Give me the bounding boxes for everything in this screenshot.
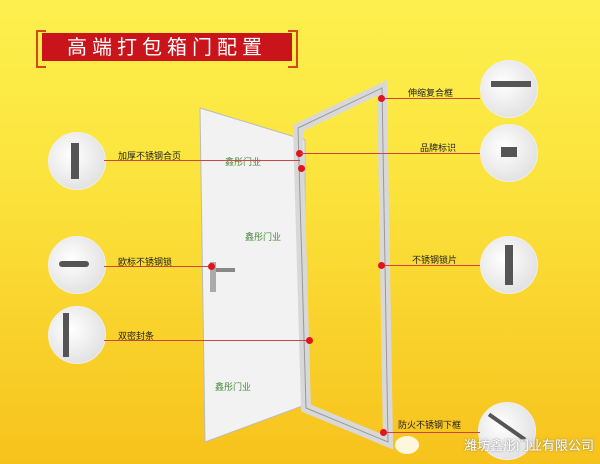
door-logo: 鑫彤门业 (225, 156, 261, 168)
bracket-right (288, 30, 298, 68)
door-frame-outline (297, 87, 389, 443)
marker-dot (208, 263, 215, 270)
label-brand: 品牌标识 (420, 144, 457, 154)
label-seal: 双密封条 (118, 332, 155, 342)
leader-line (384, 98, 480, 99)
leader-line (300, 153, 480, 154)
bracket-left (36, 30, 46, 68)
bottom-frame-photo (478, 402, 536, 460)
label-frame: 伸缩复合框 (408, 89, 454, 99)
leader-line (104, 266, 212, 267)
watermark: 潍坊鑫彤门业有限公司 (463, 439, 594, 454)
frame-photo (480, 60, 538, 118)
door-frame (292, 80, 394, 450)
marker-dot (306, 337, 313, 344)
door-handle (213, 268, 235, 272)
leader-line (104, 340, 308, 341)
lock-escutcheon (210, 262, 216, 292)
leader-line (104, 160, 300, 161)
marker-dot (296, 150, 303, 157)
label-lock-plate: 不锈钢锁片 (412, 256, 458, 266)
wechat-icon (395, 436, 419, 454)
hinge-photo (48, 132, 106, 190)
lock-photo (48, 236, 106, 294)
label-bottom-frame: 防火不锈钢下框 (398, 421, 462, 431)
marker-dot (298, 165, 305, 172)
brand-photo (480, 124, 538, 182)
leader-line (385, 432, 480, 433)
label-hinge: 加厚不锈钢合页 (118, 152, 182, 162)
leader-line (382, 265, 480, 266)
title-banner: 高端打包箱门配置 (42, 33, 292, 61)
lock-plate-photo (480, 236, 538, 294)
marker-dot (378, 262, 385, 269)
door-logo: 鑫彤门业 (245, 231, 281, 243)
marker-dot (378, 95, 385, 102)
label-lock: 欧标不锈钢锁 (118, 258, 173, 268)
marker-dot (380, 429, 387, 436)
seal-photo (48, 306, 106, 364)
door-logo: 鑫彤门业 (215, 381, 251, 393)
